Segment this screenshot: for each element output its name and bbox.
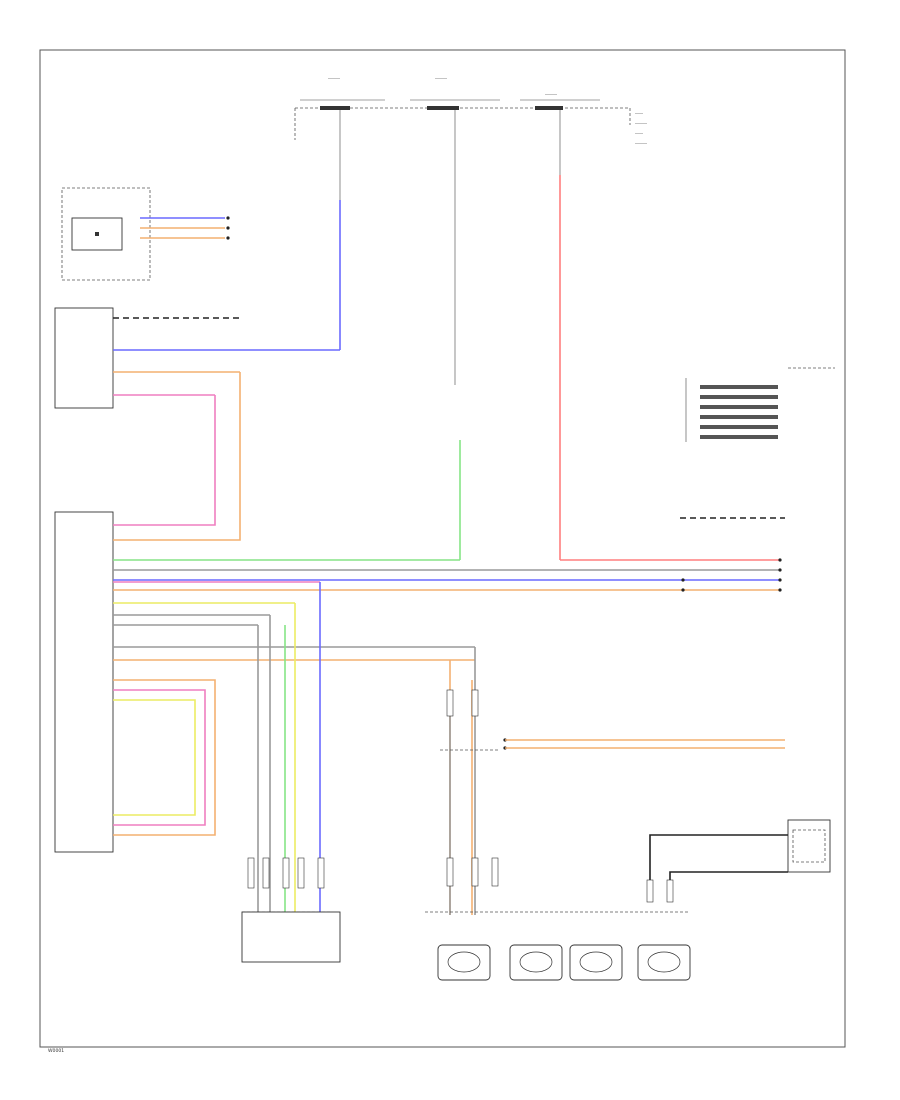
transmission-sensor-2 [509,944,563,981]
range-sensor [646,819,831,903]
svg-text:―――: ――― [328,76,340,81]
svg-text:――: ―― [635,111,643,116]
wire-orange-lower [113,679,216,836]
wire-pink-loop [113,395,216,526]
wire-yellow-lower [113,699,196,816]
svg-text:―――: ――― [545,92,557,97]
fuse-panel: ――― ――― ――― ―― ――― ―― ――― [294,76,647,200]
transmission-control-module [54,511,114,853]
speed-sensor [241,857,341,963]
diagram-frame [39,49,846,1048]
wire-orange-loop [113,372,241,541]
selector-module [680,367,835,519]
transmission-sensor-1 [437,944,491,981]
transmission-sensor-4 [637,944,691,981]
transmission-connector [440,647,785,915]
steering-module [54,307,340,409]
svg-text:―――: ――― [635,141,647,146]
svg-text:――: ―― [635,131,643,136]
instrument-cluster-module [61,187,230,281]
wire-pink-lower [113,689,206,826]
svg-text:―――: ――― [635,121,647,126]
svg-text:―――: ――― [435,76,447,81]
page-marker: W0001 [48,1048,64,1054]
transmission-sensor-3 [569,944,623,981]
